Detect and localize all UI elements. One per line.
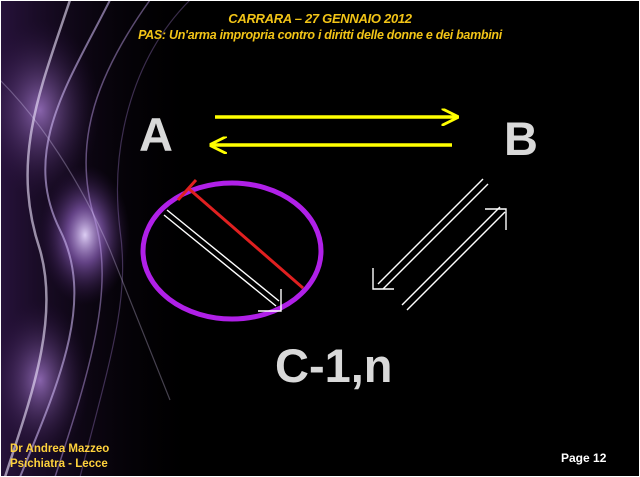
slide-subtitle: PAS: Un'arma impropria contro i diritti … <box>138 28 502 42</box>
page-number: Page 12 <box>561 451 607 465</box>
crossed-out-arrow-in-circle-icon <box>140 178 324 322</box>
arrow-b-to-c <box>372 178 489 290</box>
slide-title: CARRARA – 27 GENNAIO 2012 <box>228 11 412 26</box>
arrow-c-to-b <box>401 206 507 311</box>
node-c-label: C-1,n <box>275 339 393 392</box>
footer-author-name: Dr Andrea Mazzeo <box>10 443 110 455</box>
node-b-label: B <box>504 112 538 165</box>
footer-author-role: Psichiatra - Lecce <box>10 458 108 470</box>
node-a-label: A <box>139 108 173 161</box>
purple-light-swirl-icon <box>0 0 200 477</box>
